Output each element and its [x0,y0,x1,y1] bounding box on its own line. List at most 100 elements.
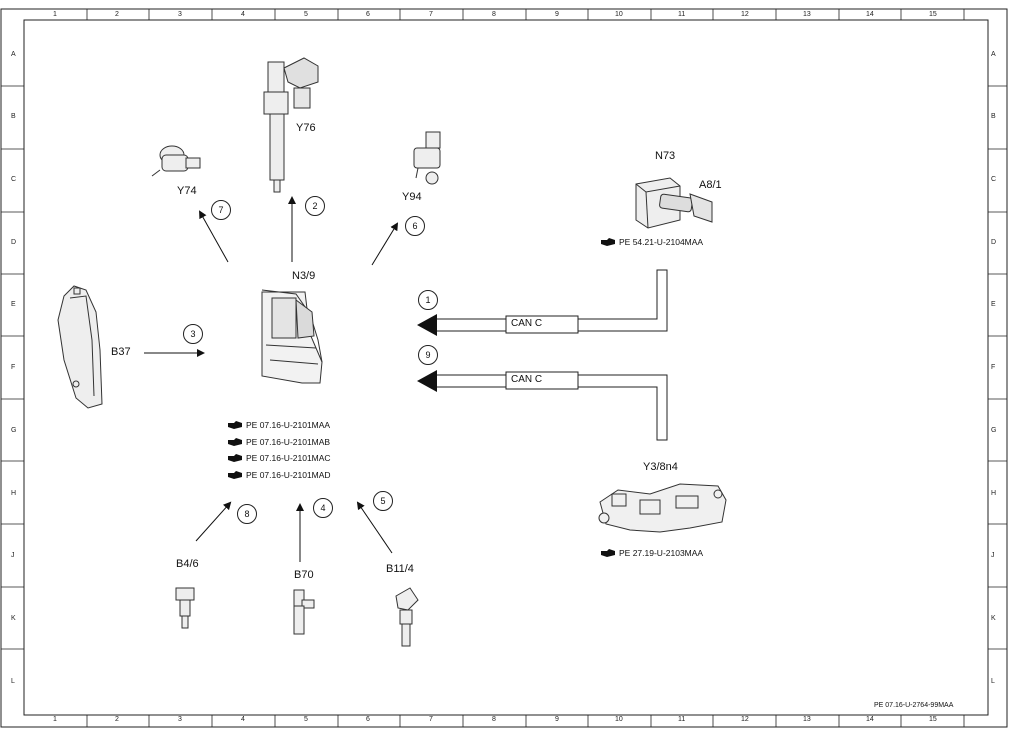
row-label: E [991,301,996,308]
ref-ecu-3: PE 07.16-U-2101MAC [228,453,331,463]
can-lines [417,269,668,441]
marker-9: 9 [418,345,438,365]
y94-valve-drawing [413,131,441,185]
ref-ecu-1: PE 07.16-U-2101MAA [228,420,330,430]
label-y76: Y76 [296,122,316,134]
row-label: L [991,678,995,685]
marker-7: 7 [211,200,231,220]
arrow-from-b46 [195,501,232,542]
label-a81: A8/1 [699,179,722,191]
col-label: 1 [53,716,57,723]
label-b70: B70 [294,569,314,581]
marker-2: 2 [305,196,325,216]
outer-frame [0,8,1008,728]
label-y94: Y94 [402,191,422,203]
marker-5: 5 [373,491,393,511]
col-label: 1 [53,11,57,18]
col-label: 6 [366,716,370,723]
row-label: F [991,364,996,371]
b37-pedal-drawing [57,285,103,409]
row-label: L [11,678,15,685]
y74-valve-drawing [151,145,201,177]
ref-ecu-text: PE 07.16-U-2101MAD [246,470,331,480]
can-c-box-bottom [505,371,579,390]
document-id: PE 07.16-U-2764-99MAA [874,702,954,709]
row-label: A [11,51,16,58]
col-label: 10 [615,716,623,723]
pointing-hand-icon [228,454,242,462]
b70-sensor-drawing [293,589,315,635]
col-label: 9 [555,716,559,723]
row-label: K [991,615,996,622]
col-label: 13 [803,716,811,723]
row-label: J [991,552,995,559]
row-label: E [11,301,16,308]
can-c-line-bottom [436,374,668,441]
row-label: K [11,615,16,622]
pointing-hand-icon [228,471,242,479]
can-c-label-bottom: CAN C [511,374,543,385]
col-label: 6 [366,11,370,18]
col-label: 14 [866,716,874,723]
ref-ecu-4: PE 07.16-U-2101MAD [228,470,331,480]
signal-arrows [144,196,399,562]
b46-sensor-drawing [175,587,195,629]
arrow-from-b114 [356,501,393,554]
col-label: 10 [615,11,623,18]
row-label: F [11,364,16,371]
ref-n73: PE 54.21-U-2104MAA [601,237,703,247]
row-label: B [11,113,16,120]
grid-ticks [1,9,1007,727]
row-label: C [11,176,17,183]
row-label: H [991,490,997,497]
marker-1: 1 [418,290,438,310]
col-label: 13 [803,11,811,18]
arrow-to-y94 [371,222,399,266]
col-label: 12 [741,11,749,18]
ref-y38n4-text: PE 27.19-U-2103MAA [619,548,704,558]
row-label: D [991,239,997,246]
col-label: 11 [678,11,686,18]
ref-ecu-text: PE 07.16-U-2101MAB [246,437,331,447]
row-label: D [11,239,17,246]
marker-6: 6 [405,216,425,236]
b114-sensor-drawing [395,587,419,647]
row-label: J [11,552,15,559]
label-n73: N73 [655,150,676,162]
col-label: 15 [929,716,937,723]
can-c-line-top [436,269,668,332]
col-label: 3 [178,716,182,723]
col-label: 5 [304,11,308,18]
col-label: 11 [678,716,686,723]
col-label: 5 [304,716,308,723]
col-label: 4 [241,11,245,18]
label-y38n4: Y3/8n4 [643,461,678,473]
ref-ecu-text: PE 07.16-U-2101MAA [246,420,331,430]
pointing-hand-icon [601,549,615,557]
pointing-hand-icon [601,238,615,246]
ref-ecu-2: PE 07.16-U-2101MAB [228,437,330,447]
inner-frame [23,19,989,716]
row-label: G [991,427,997,434]
arrow-to-y74 [199,210,229,263]
ref-y38n4: PE 27.19-U-2103MAA [601,548,703,558]
row-label: B [991,113,996,120]
ref-ecu-text: PE 07.16-U-2101MAC [246,453,331,463]
label-b46: B4/6 [176,558,199,570]
n73-switch-drawing [635,177,713,229]
col-label: 14 [866,11,874,18]
col-label: 7 [429,11,433,18]
label-b114: B11/4 [386,563,414,575]
can-arrowhead-top [417,314,437,336]
col-label: 8 [492,11,496,18]
row-label: C [991,176,997,183]
marker-3: 3 [183,324,203,344]
label-n39: N3/9 [292,270,316,282]
col-label: 2 [115,11,119,18]
row-label: A [991,51,996,58]
col-label: 9 [555,11,559,18]
marker-4: 4 [313,498,333,518]
marker-8: 8 [237,504,257,524]
